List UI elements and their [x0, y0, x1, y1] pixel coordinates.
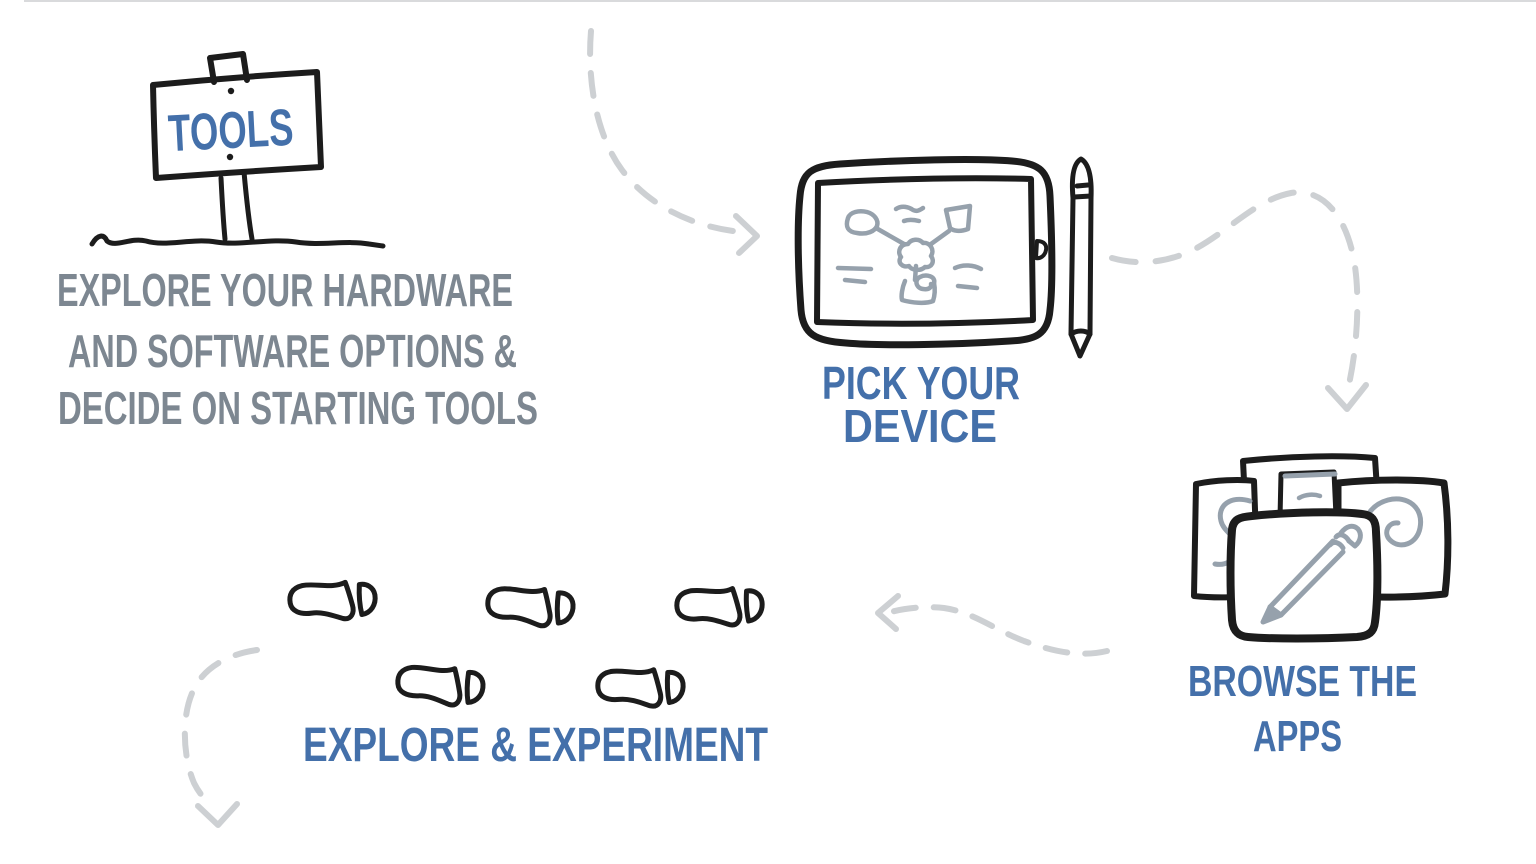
- flow-arrow-1-icon: [587, 28, 760, 256]
- flow-arrow-4-icon: [181, 647, 260, 828]
- intro-note-line2: AND SOFTWARE OPTIONS &: [68, 325, 517, 377]
- pick-device-line2: DEVICE: [843, 400, 997, 452]
- tools-sign-label: TOOLS: [167, 99, 295, 163]
- apps-icon: [1191, 453, 1452, 643]
- footprint-icon: [397, 666, 484, 707]
- tablet-icon: [794, 156, 1056, 349]
- tablet-screen-doodle: [835, 203, 984, 306]
- intro-note-line3: DECIDE ON STARTING TOOLS: [58, 382, 538, 434]
- step-browse-apps-label: BROWSE THE APPS: [1188, 657, 1417, 761]
- browse-apps-line1: BROWSE THE: [1188, 657, 1417, 706]
- stylus-icon: [1068, 156, 1094, 359]
- step-explore-experiment-label: EXPLORE & EXPERIMENT: [303, 719, 768, 772]
- intro-note: EXPLORE YOUR HARDWARE AND SOFTWARE OPTIO…: [57, 264, 538, 434]
- footprints-icon: [289, 581, 763, 707]
- intro-note-line1: EXPLORE YOUR HARDWARE: [57, 264, 513, 316]
- flow-arrow-3-icon: [875, 593, 1110, 657]
- footprint-icon: [289, 581, 376, 622]
- tools-sign-icon: [89, 51, 386, 249]
- top-edge-artifact: [24, 0, 1536, 2]
- pen-doodle: [1260, 523, 1363, 625]
- flow-arrow-2-icon: [1109, 189, 1369, 412]
- footprint-icon: [598, 669, 684, 707]
- browse-apps-line2: APPS: [1253, 712, 1342, 761]
- footprint-icon: [676, 588, 763, 627]
- pick-device-line1: PICK YOUR: [822, 357, 1020, 409]
- footprint-icon: [487, 588, 574, 627]
- step-pick-device-label: PICK YOUR DEVICE: [822, 357, 1020, 452]
